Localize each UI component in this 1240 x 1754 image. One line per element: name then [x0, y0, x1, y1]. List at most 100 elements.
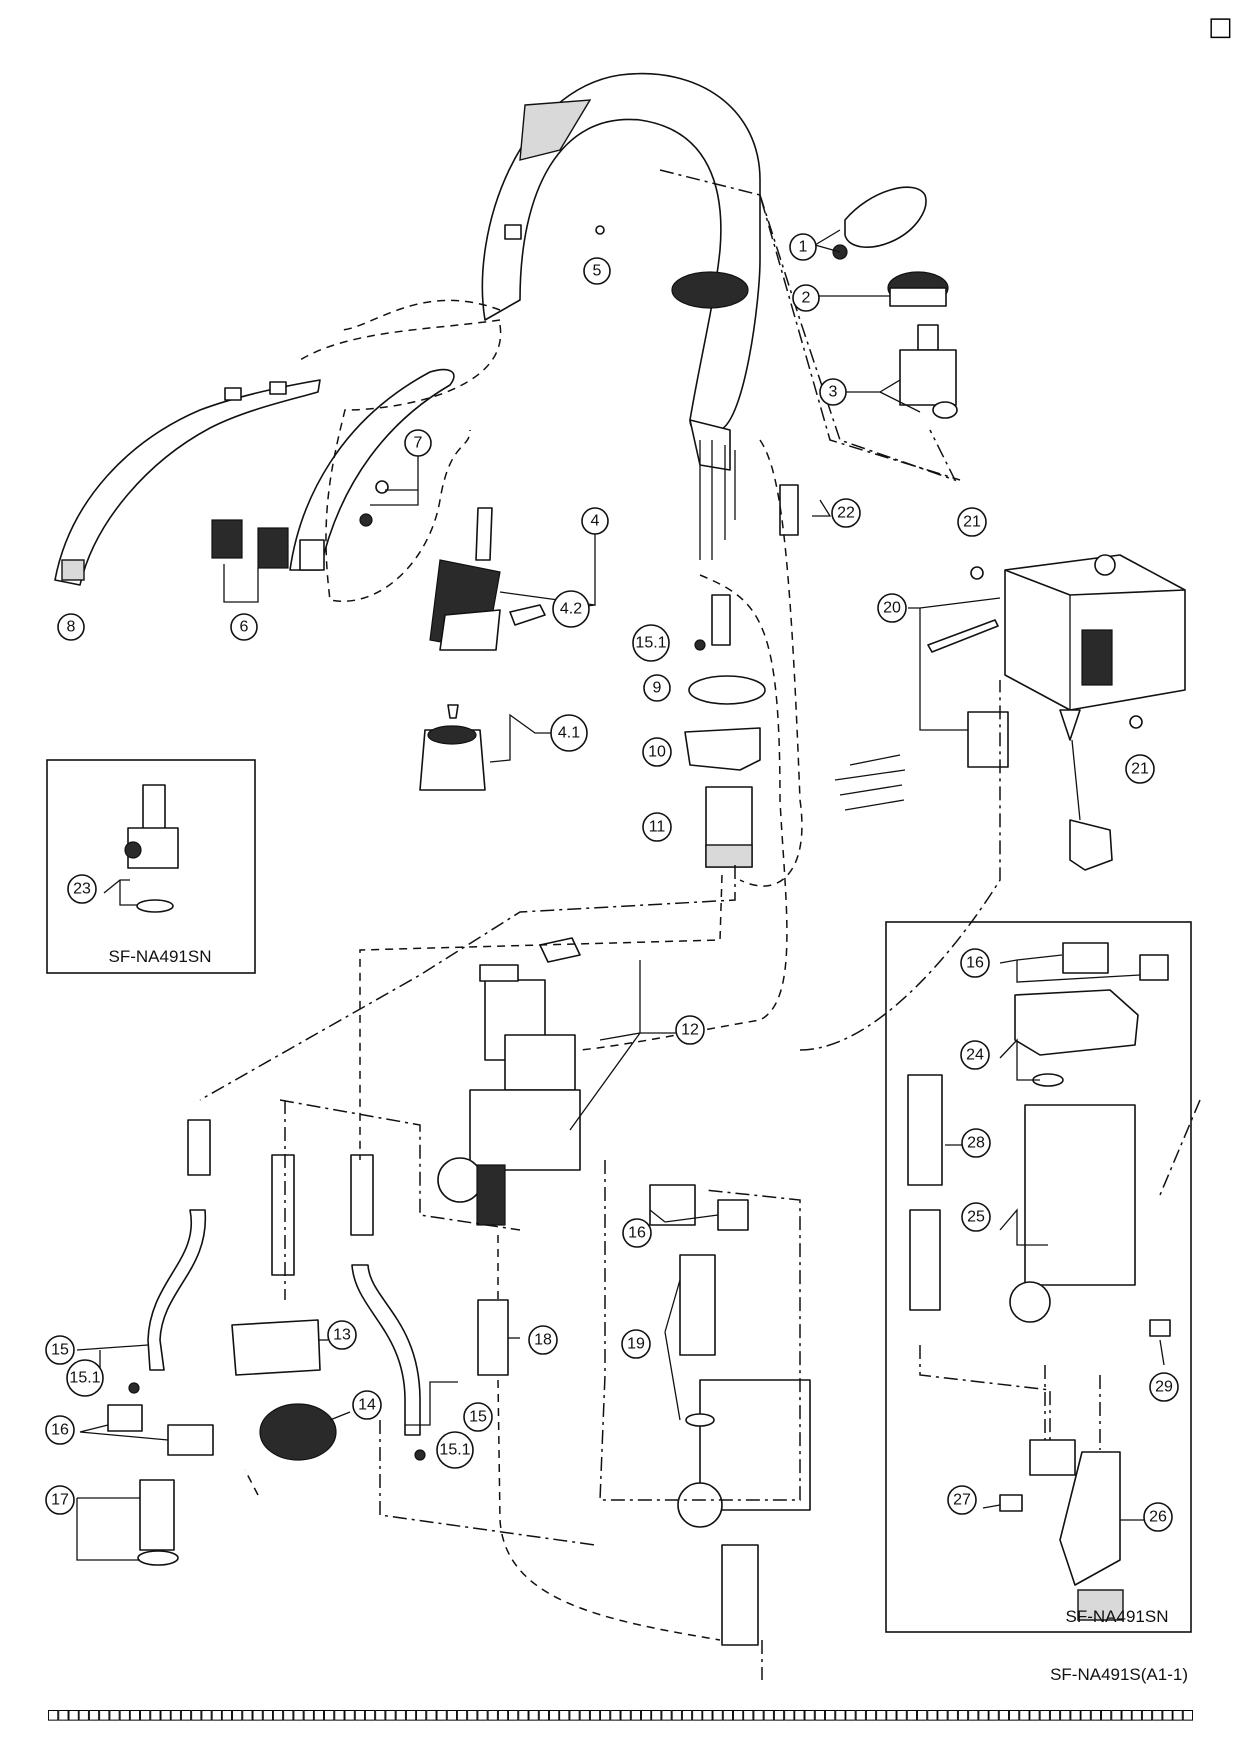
callout-13: 13: [327, 1320, 357, 1350]
svg-text:15: 15: [51, 1342, 69, 1359]
callout-28: 28: [961, 1128, 991, 1158]
svg-text:4.2: 4.2: [560, 601, 582, 618]
callout-15-left: 15: [45, 1335, 75, 1365]
callout-26: 26: [1143, 1502, 1173, 1532]
svg-text:13: 13: [333, 1327, 351, 1344]
callout-29: 29: [1149, 1372, 1179, 1402]
svg-text:24: 24: [966, 1047, 984, 1064]
hose-15-right: [350, 1154, 426, 1461]
svg-text:17: 17: [51, 1492, 69, 1509]
svg-text:12: 12: [681, 1022, 699, 1039]
callout-16-left: 16: [45, 1415, 75, 1445]
valve-assembly-19: [677, 1254, 811, 1646]
callout-6: 6: [230, 613, 258, 641]
callout-19: 19: [621, 1329, 651, 1359]
svg-text:18: 18: [534, 1332, 552, 1349]
inset-left-label: SF-NA491SN: [109, 947, 212, 966]
clip-4-2: [509, 604, 546, 626]
svg-text:16: 16: [51, 1422, 69, 1439]
svg-text:21: 21: [963, 514, 981, 531]
callout-10: 10: [642, 737, 672, 767]
svg-text:7: 7: [414, 435, 423, 452]
cap-nut-2: [887, 271, 949, 307]
inset-right-label: SF-NA491SN: [1066, 1607, 1169, 1626]
svg-text:20: 20: [883, 600, 901, 617]
callout-1: 1: [789, 233, 817, 261]
svg-text:19: 19: [627, 1336, 645, 1353]
callout-21-top: 21: [957, 507, 987, 537]
svg-text:28: 28: [967, 1135, 985, 1152]
callout-15-1-left: 15.1: [66, 1359, 104, 1397]
callout-15-right: 15: [463, 1402, 493, 1432]
callout-16-inset: 16: [960, 948, 990, 978]
callout-14: 14: [352, 1390, 382, 1420]
svg-text:14: 14: [358, 1397, 376, 1414]
callout-24: 24: [960, 1040, 990, 1070]
stem-15-1: [694, 594, 731, 651]
svg-text:26: 26: [1149, 1509, 1167, 1526]
adapter-18: [477, 1299, 509, 1376]
screw-5: [595, 225, 605, 235]
svg-text:27: 27: [953, 1492, 971, 1509]
callout-21-bottom: 21: [1125, 754, 1155, 784]
valve-block-12: [437, 937, 581, 1226]
callout-18: 18: [528, 1325, 558, 1355]
clamp-13: [231, 1319, 321, 1376]
o-ring-9: [688, 675, 766, 705]
callout-23: 23: [67, 874, 97, 904]
svg-text:1: 1: [799, 239, 808, 256]
corner-checkbox: □: [1208, 12, 1233, 42]
svg-text:11: 11: [649, 819, 666, 836]
leader-lines: [76, 229, 1001, 1561]
svg-text:15.1: 15.1: [439, 1442, 470, 1459]
svg-text:29: 29: [1155, 1379, 1173, 1396]
svg-text:21: 21: [1131, 761, 1149, 778]
callout-27: 27: [947, 1485, 977, 1515]
svg-text:8: 8: [67, 619, 76, 636]
svg-text:16: 16: [628, 1225, 646, 1242]
wire-leads: [834, 754, 906, 811]
faucet-spout: [481, 72, 761, 560]
valve-4-1: [419, 704, 486, 791]
svg-text:25: 25: [967, 1209, 985, 1226]
callout-20: 20: [877, 593, 907, 623]
callout-3: 3: [819, 378, 847, 406]
svg-text:3: 3: [829, 384, 838, 401]
connectors-6: [211, 519, 325, 571]
svg-text:4: 4: [591, 513, 600, 530]
control-box-20: [927, 554, 1186, 871]
inset-left: SF-NA491SN: [46, 759, 256, 974]
screw-21-top: [970, 566, 984, 580]
sleeve-11: [705, 786, 753, 868]
drawing-code: SF-NA491S(A1-1): [1050, 1665, 1188, 1684]
callout-2: 2: [792, 284, 820, 312]
sensor-4: [429, 507, 501, 651]
callout-11: 11: [642, 812, 672, 842]
callout-25: 25: [961, 1202, 991, 1232]
nut-10: [684, 727, 761, 771]
callout-4: 4: [581, 507, 609, 535]
svg-text:4.1: 4.1: [558, 725, 580, 742]
callout-16-center: 16: [622, 1218, 652, 1248]
callout-5: 5: [583, 257, 611, 285]
callout-22: 22: [831, 498, 861, 528]
svg-text:22: 22: [837, 505, 855, 522]
svg-text:23: 23: [73, 881, 91, 898]
callout-4-2: 4.2: [552, 590, 590, 628]
svg-text:15.1: 15.1: [635, 635, 666, 652]
svg-text:15: 15: [469, 1409, 487, 1426]
handle-1: [832, 186, 927, 260]
svg-text:9: 9: [653, 680, 662, 697]
footer-row: □□□□□□□□□□□□□□□□□□□□□□□□□□□□□□□□□□□□□□□□…: [48, 1704, 1193, 1725]
svg-text:5: 5: [593, 263, 602, 280]
svg-text:6: 6: [240, 619, 249, 636]
adapter-17: [137, 1479, 179, 1566]
callout-4-1: 4.1: [550, 714, 588, 752]
clip-16-left: [107, 1404, 214, 1456]
callout-12: 12: [675, 1015, 705, 1045]
svg-text:15.1: 15.1: [69, 1370, 100, 1387]
callout-15-1-top: 15.1: [632, 624, 670, 662]
callout-9: 9: [643, 674, 671, 702]
callout-17: 17: [45, 1485, 75, 1515]
